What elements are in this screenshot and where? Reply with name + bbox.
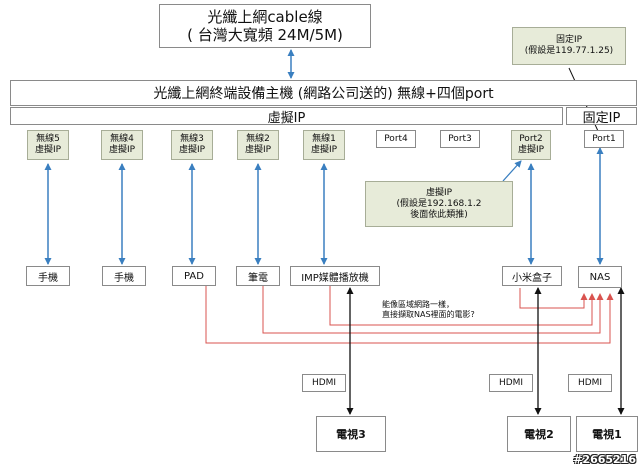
virtual-ip-callout: 虛擬IP (假設是192.168.1.2 後面依此類推) (365, 181, 513, 227)
tv-label: 電視1 (592, 428, 622, 441)
port-label: 無線2 (246, 134, 270, 144)
fixed-ip-note-title: 固定IP (555, 35, 583, 45)
hdmi-text: HDMI (577, 377, 603, 388)
hdmi-text: HDMI (311, 377, 337, 388)
fixed-ip-note-value: (假設是119.77.1.25) (524, 46, 614, 56)
hdmi-label-tv1: HDMI (568, 374, 612, 392)
callout-title: 虛擬IP (425, 187, 453, 198)
device-xiaomi-box: 小米盒子 (502, 266, 562, 286)
port-3: Port3 (440, 130, 480, 148)
device-phone-2: 手機 (102, 266, 146, 286)
port-label: Port4 (384, 133, 408, 144)
question-line2: 直接擷取NAS裡面的電影? (382, 310, 475, 319)
port-1: Port1 (584, 130, 624, 148)
tv-label: 電視2 (524, 428, 554, 441)
device-nas: NAS (578, 266, 622, 288)
virtual-ip-band: 虛擬IP (10, 107, 563, 126)
device-phone-1: 手機 (26, 266, 70, 286)
device-label: IMP媒體播放機 (301, 272, 369, 284)
main-device-label: 光纖上網終端設備主機 (網路公司送的) 無線+四個port (153, 86, 494, 102)
fixed-ip-band: 固定IP (566, 107, 637, 126)
port-ip-type: 虛擬IP (34, 145, 62, 155)
device-imp-player: IMP媒體播放機 (290, 266, 380, 286)
virtual-ip-band-label: 虛擬IP (267, 110, 306, 126)
callout-pointer (502, 160, 522, 182)
red-line-laptop (262, 286, 604, 334)
port-ip-type: 虛擬IP (178, 145, 206, 155)
port-wireless1: 無線1 虛擬IP (303, 130, 345, 160)
port-ip-type: 虛擬IP (310, 145, 338, 155)
port-ip-type: 虛擬IP (108, 145, 136, 155)
device-label: 小米盒子 (512, 272, 552, 284)
device-label: 手機 (38, 272, 58, 284)
tv-2: 電視2 (507, 416, 571, 452)
tv-3: 電視3 (316, 416, 386, 452)
callout-line2: (假設是192.168.1.2 (396, 198, 482, 209)
device-label: 手機 (114, 272, 134, 284)
nas-question-note: 能像區域網路一樣， 直接擷取NAS裡面的電影? (382, 300, 475, 320)
device-label: PAD (184, 270, 204, 282)
port-label: 無線4 (110, 134, 134, 144)
question-line1: 能像區域網路一樣， (382, 300, 454, 309)
red-line-xiaomi (519, 288, 588, 309)
fiber-cable-subtitle: ( 台灣大寬頻 24M/5M) (187, 26, 343, 44)
port-label: Port1 (592, 133, 616, 144)
device-pad: PAD (172, 266, 216, 286)
fiber-cable-box: 光纖上網cable線 ( 台灣大寬頻 24M/5M) (159, 4, 371, 48)
port-label: Port3 (448, 133, 472, 144)
port-wireless3: 無線3 虛擬IP (171, 130, 213, 160)
device-laptop: 筆電 (236, 266, 280, 286)
port-label: Port2 (519, 134, 543, 144)
device-label: 筆電 (248, 272, 268, 284)
tv-label: 電視3 (336, 428, 366, 441)
main-device-bar: 光纖上網終端設備主機 (網路公司送的) 無線+四個port (10, 80, 637, 106)
tv-1: 電視1 (576, 416, 638, 452)
red-line-pad (205, 286, 614, 344)
port-2: Port2 虛擬IP (511, 130, 551, 160)
device-label: NAS (589, 271, 611, 283)
callout-line3: 後面依此類推) (410, 209, 468, 220)
hdmi-label-tv2: HDMI (489, 374, 533, 392)
port-ip-type: 虛擬IP (244, 145, 272, 155)
watermark: #2665216 (573, 453, 636, 466)
port-wireless4: 無線4 虛擬IP (101, 130, 143, 160)
hdmi-label-tv3: HDMI (302, 374, 346, 392)
fiber-cable-title: 光纖上網cable線 (207, 8, 323, 26)
port-label: 無線1 (312, 134, 336, 144)
red-line-imp (329, 286, 596, 326)
hdmi-text: HDMI (498, 377, 524, 388)
port-ip-type: 虛擬IP (517, 145, 545, 155)
port-label: 無線3 (180, 134, 204, 144)
port-wireless2: 無線2 虛擬IP (237, 130, 279, 160)
port-4: Port4 (376, 130, 416, 148)
port-label: 無線5 (36, 134, 60, 144)
fixed-ip-note: 固定IP (假設是119.77.1.25) (512, 27, 626, 65)
fixed-ip-band-label: 固定IP (582, 110, 621, 126)
port-wireless5: 無線5 虛擬IP (27, 130, 69, 160)
